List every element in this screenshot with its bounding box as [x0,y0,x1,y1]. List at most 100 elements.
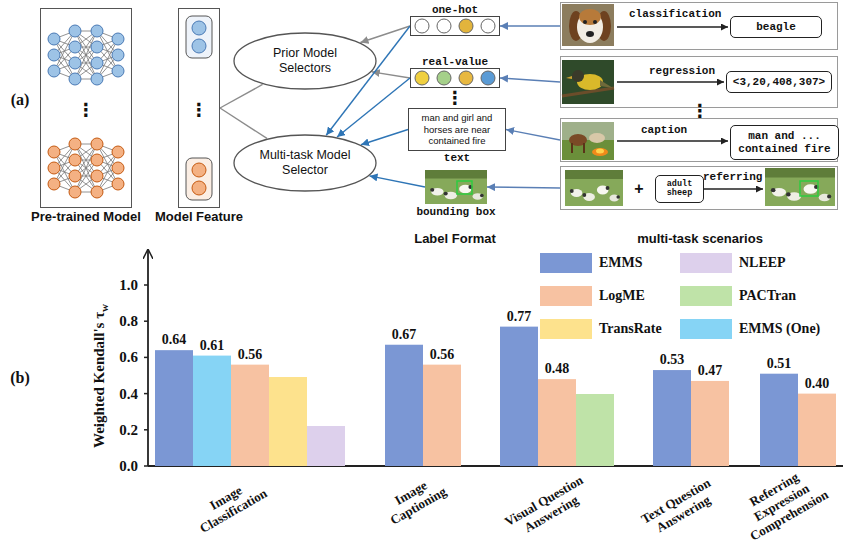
bird-photo [562,60,614,104]
real-value-vector [481,71,495,85]
neuron [48,146,60,158]
node-heading: Model Feature [155,209,243,224]
feature-vector [192,21,206,35]
one-hot-vector [481,19,495,33]
feature-vector [192,39,206,53]
feature-vector [186,16,212,58]
legend-swatch [680,253,732,273]
legend-text: EMMS (One) [739,321,820,337]
category-label: Image Classification [179,467,281,543]
node-heading: Pre-trained Model [31,209,141,224]
neuron [91,154,103,166]
task-arrow [617,140,728,141]
label-format-box: one-hot [410,16,500,36]
connector-arrow [220,84,263,108]
neuron [48,162,60,174]
real-value-vector [459,71,473,85]
one-hot-vector [459,19,473,33]
dog-photo [562,4,614,46]
tick-mark [144,357,148,359]
horses-photo [589,133,605,143]
one-hot-vector [415,19,495,33]
bar [269,377,307,466]
neuron [69,170,81,182]
category-label: Referring Expression Comprehension [726,458,838,549]
horses-photo [596,149,604,154]
real-value-vector [437,71,451,85]
panel-label: (b) [10,369,30,387]
ellipse-outline [234,33,376,89]
bar [423,365,461,466]
connector-arrow [361,130,408,145]
node-text: man and girl and horses are near contain… [409,112,505,146]
connector-arrow [360,26,410,43]
connector-arrow [369,176,425,187]
category-label: Text Question Answering [627,469,732,547]
neuron [69,154,81,166]
neuron [69,186,81,198]
task-arrow [617,27,763,189]
connector-arrow [500,78,560,82]
connector-arrow [372,72,410,78]
tick-mark [144,320,148,322]
bar [760,374,798,466]
connector-arrow [337,78,410,137]
tick-label: 0.0 [119,458,138,475]
one-hot-vector [437,19,451,33]
neuron [112,178,124,190]
grounded-sheep-photo [765,168,835,206]
value-label: 0.51 [767,356,792,372]
selector-ellipse: Multi-task Model Selector [233,134,377,192]
bar [538,379,576,466]
bar [691,381,729,466]
node-heading: bounding box [416,206,495,218]
node-heading: text [444,152,470,164]
node-text: man and ... contained fire [734,130,835,155]
bounding-box-image [457,181,472,194]
output-box: <3,20,408,307> [726,71,832,93]
bounding-box-image [425,170,487,204]
horses-photo [562,122,614,160]
network-link [75,31,97,79]
legend-swatch [680,319,732,339]
axis-title: Weighted Kendall's τw [91,304,110,448]
bar [231,365,269,466]
legend-text: EMMS [599,255,643,271]
value-label: 0.67 [392,327,417,343]
connector-arrow [487,187,560,188]
label-format-box: real-value [410,68,500,88]
legend-text: TransRate [599,321,662,337]
value-label: 0.53 [660,352,685,368]
connector-arrow [506,130,560,141]
node-heading: one-hot [432,4,478,16]
node-text: Multi-task Model Selector [249,148,361,178]
tick-label: 0.8 [119,313,138,330]
neuron [48,49,60,61]
scenario-box: referringadult sheep [560,166,838,210]
bird-photo [566,76,572,79]
neuron [48,33,60,45]
neuron [69,41,81,53]
axis-title: Weighted Kendall's τ [91,312,107,448]
legend-swatch [680,286,732,306]
bar [500,327,538,466]
ellipsis: ⋮ [446,89,464,107]
neuron [112,33,124,45]
tick-mark [144,284,148,286]
legend-swatch [540,253,592,273]
category-label: Visual Question Answering [493,468,603,549]
legend-text: LogME [599,288,645,304]
tick-mark [144,465,148,467]
neuron [91,170,103,182]
value-label: 0.61 [200,338,225,354]
horses-photo [562,140,614,160]
column-heading: Label Format [414,231,496,246]
bird-photo [600,80,613,88]
tick-label: 0.2 [119,421,138,438]
node-heading: referring [703,171,762,183]
bounding-box-image [425,170,487,204]
neuron [112,65,124,77]
label-format-box: bounding box [425,170,487,204]
legend-text: NLEEP [739,255,786,271]
bar [155,350,193,466]
